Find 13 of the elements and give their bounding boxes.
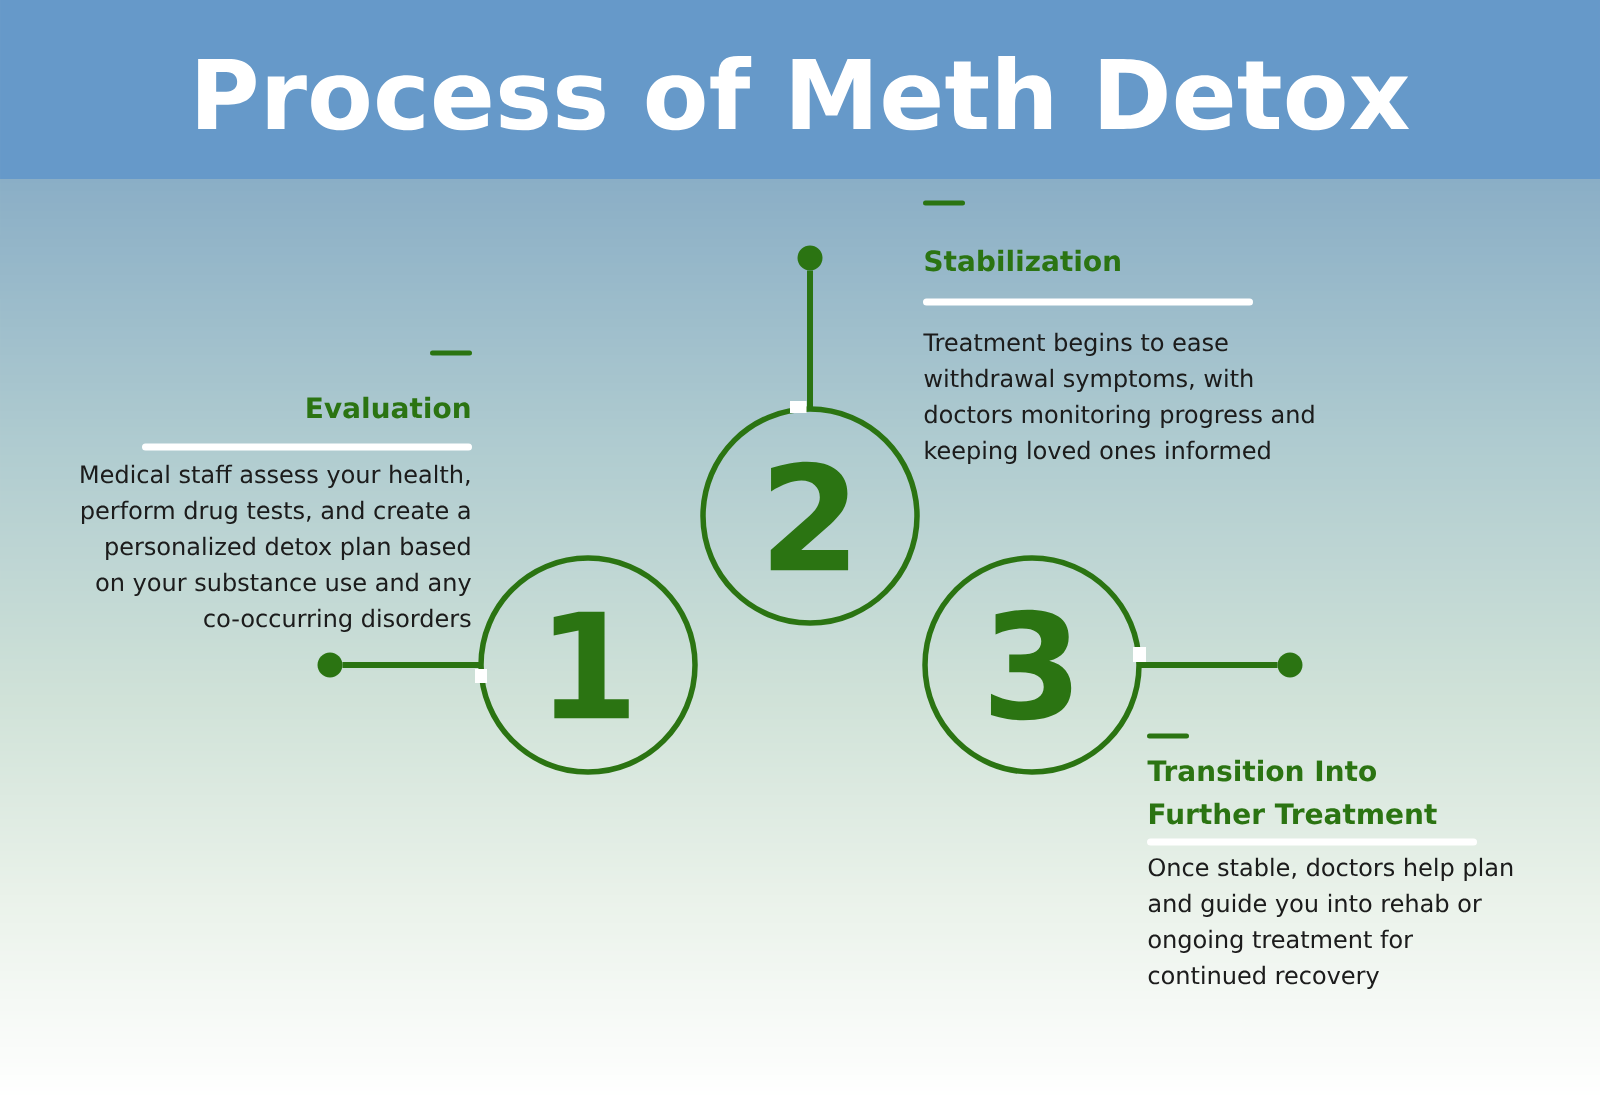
step-description: Medical staff assess your health, perform drug tests, and create a personalized detox plan based on your substance use and any co-occurring disorders xyxy=(81,464,471,632)
step-heading: Evaluation xyxy=(307,396,470,419)
end-dot xyxy=(1277,652,1303,678)
step-description: Once stable, doctors help plan and guide you into rehab or ongoing treatment for continued recovery xyxy=(1148,857,1513,989)
title-banner: Process of Meth Detox xyxy=(0,0,1600,179)
connector-line xyxy=(1139,662,1278,668)
connector-line xyxy=(807,270,813,409)
step-description: Treatment begins to ease withdrawal symptoms, with doctors monitoring progress and keeping loved ones informed xyxy=(923,332,1314,464)
end-dot xyxy=(797,245,823,271)
connector-line xyxy=(342,662,481,668)
step-heading: Stabilization xyxy=(925,249,1120,272)
step-heading: Transition Into Further Treatment xyxy=(1147,759,1437,825)
end-dot xyxy=(317,652,343,678)
